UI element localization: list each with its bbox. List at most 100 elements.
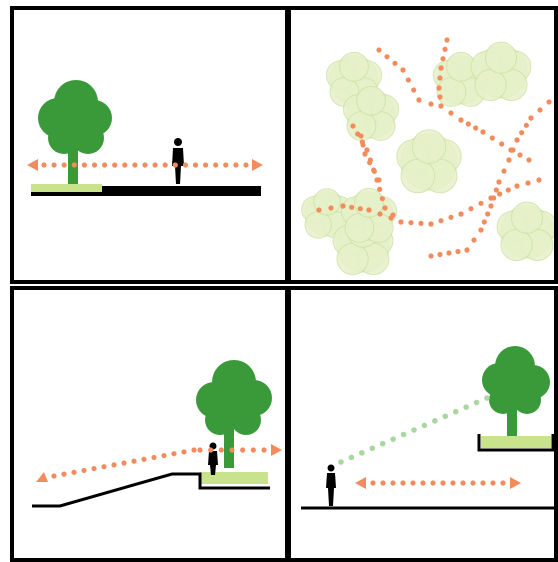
path-dot [328,205,334,211]
path-dot [233,162,239,168]
path-dot [240,447,246,453]
person-silhouette-icon [172,138,184,184]
sightline-dot [484,395,490,401]
path-dot [455,248,461,255]
path-dot [340,203,346,209]
tree-canopy-plan-icon [496,201,554,262]
path-dot [418,220,424,226]
sightline-dot [348,454,355,461]
tree-canopy-plan-icon [340,187,398,243]
path-dot [349,204,355,210]
path-dot [132,162,138,168]
path-dot [481,219,487,225]
path-dot [501,168,507,174]
raised-planter-diagram [301,346,554,510]
path-dot [181,449,187,455]
path-dot [500,480,506,486]
path-dot [261,447,267,453]
path-dot [519,130,525,136]
planter-bed [481,436,551,448]
path-dot [485,211,491,217]
path-dot [438,103,444,109]
path-dot [446,250,452,256]
path-dot [448,214,454,220]
path-dot [489,135,495,141]
path-dot [478,227,484,233]
path-dot [510,147,516,153]
path-dot [428,253,434,259]
path-dot [388,215,394,221]
path-dot [491,195,497,201]
path-dot [377,211,383,217]
tree-icon [38,80,112,186]
flat-path-diagram [27,80,263,196]
path-dot [526,157,532,163]
path-dot [362,151,368,157]
path-bidirectional-dots [27,159,263,171]
path-dot [448,110,454,116]
path-dot [537,107,543,113]
path-dot [458,211,464,217]
sightline-dot [432,418,438,424]
path-dot [316,207,322,213]
arrowhead-icon [36,472,48,482]
path-dot [142,162,148,168]
path-dot [437,75,443,81]
person-silhouette-icon [208,442,218,475]
path-dot [357,206,363,212]
path-dot [243,162,249,168]
path-dot [398,219,404,225]
panel-raised-planter [287,286,558,562]
path-dot [440,56,446,62]
sightline-dot [338,459,344,465]
arrowhead-icon [252,159,263,171]
person-silhouette-icon [326,464,336,506]
path-dot [382,205,388,211]
sightline-dot [400,431,407,438]
path-dot [390,480,396,486]
path-dot [514,183,520,189]
path-dot [517,152,523,158]
path-dot [366,207,372,213]
path-dot [384,54,390,60]
path-dot [428,101,434,107]
path-dot [376,47,382,53]
path-dot [497,191,503,197]
path-dot [428,221,434,227]
path-dot [101,464,107,470]
raised-planter-edge [477,434,554,452]
path-dot [536,177,542,183]
path-dot [152,162,158,168]
panel-plan-view [287,6,558,284]
arrowhead-icon [27,159,38,171]
path-dot [250,447,256,453]
path-dot [203,162,209,168]
path-dot [437,94,443,100]
path-dot [420,480,426,486]
tree-canopy-plan-icon [301,188,353,239]
path-dot [213,162,219,168]
path-dot [440,480,446,486]
path-dot [122,162,128,168]
path-dot [444,37,450,43]
path-dot [191,447,197,453]
path-dot [470,480,476,486]
path-dot [367,160,373,166]
panel-ramp [10,286,289,562]
path-dot [506,157,512,163]
arrowhead-icon [271,444,282,456]
path-dot [410,480,416,486]
path-dot [71,162,77,168]
path-dot [480,480,486,486]
path-dot [360,142,366,148]
path-dot [81,162,87,168]
sightline-dot [421,422,428,429]
path-dot [111,462,117,468]
path-dot [102,162,108,168]
path-dot [377,186,383,192]
path-dot [380,480,386,486]
path-dot [376,177,382,183]
path-dot [172,162,178,168]
tree-canopy-plan-icon [342,85,400,141]
path-dot [437,251,443,258]
